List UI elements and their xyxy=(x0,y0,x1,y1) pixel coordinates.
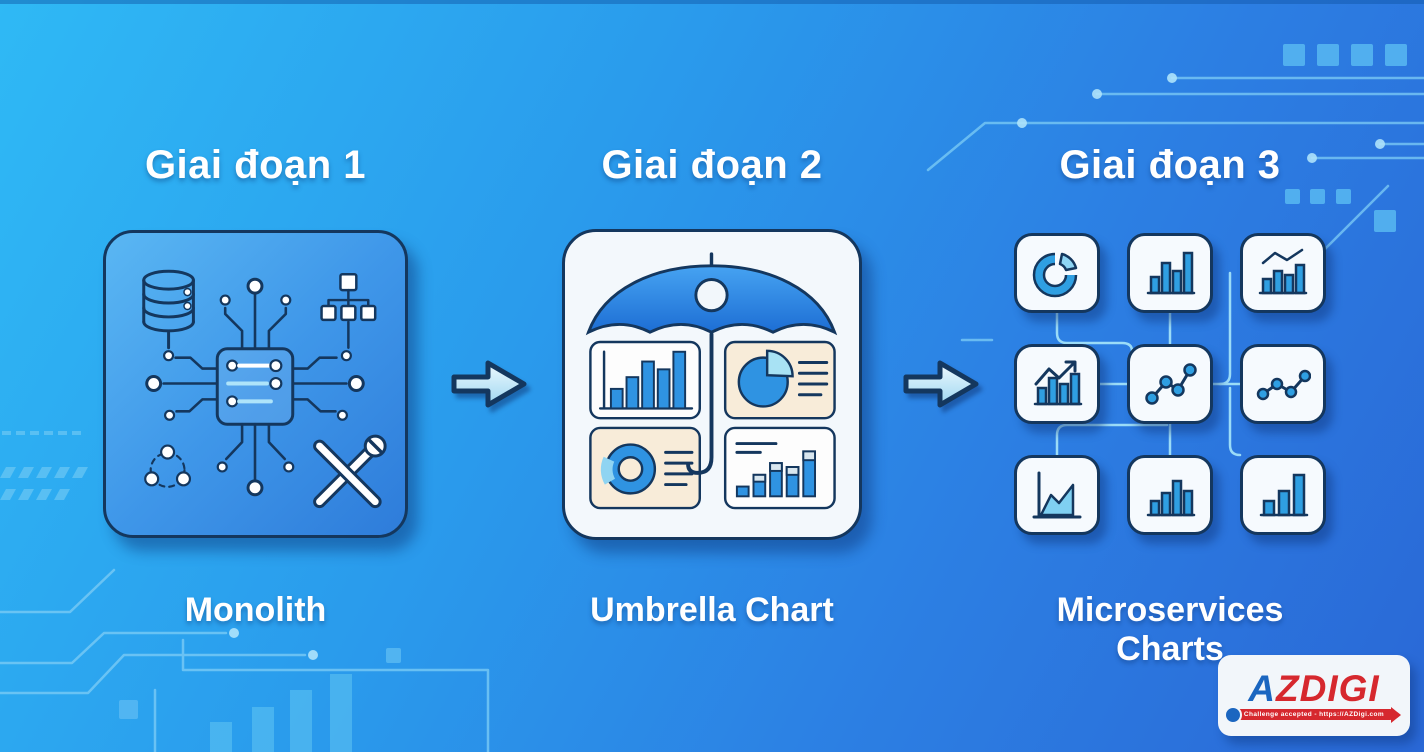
brand-letter-a: A xyxy=(1248,668,1277,709)
monolith-circuit-chip-icon xyxy=(142,269,387,509)
monolith-card xyxy=(103,230,408,538)
tile-bar-chart xyxy=(1127,233,1213,313)
donut-chart-icon xyxy=(1032,248,1082,298)
tile-donut-chart xyxy=(1014,233,1100,313)
flow-arrow-right-1 xyxy=(451,360,527,408)
ghost-bar-chart xyxy=(210,674,352,752)
umbrella-icon xyxy=(585,252,838,336)
mini-donut-chart-panel xyxy=(589,426,702,510)
umbrella-over-mini-charts-icon xyxy=(585,252,838,510)
brand-watermark: AZDIGI Challenge accepted - https://AZDi… xyxy=(1218,655,1410,736)
database-icon xyxy=(142,269,195,350)
umbrella-chart-card xyxy=(562,229,862,540)
cpu-chip-icon xyxy=(215,347,295,426)
mini-bar-chart-panel xyxy=(589,340,702,420)
tile-column-chart xyxy=(1127,455,1213,535)
line-dot-chart-icon xyxy=(1256,369,1311,401)
microservices-grid xyxy=(1014,233,1326,535)
top-edge-strip xyxy=(0,0,1424,4)
stage-2-label: Umbrella Chart xyxy=(590,591,834,629)
node-cluster-icon xyxy=(144,444,192,488)
stage-2-title: Giai đoạn 2 xyxy=(601,143,823,187)
org-tree-icon xyxy=(320,272,377,349)
tile-bars-with-trend-line xyxy=(1240,233,1326,313)
tile-line-dot-chart xyxy=(1127,344,1213,424)
circuit-node-dots xyxy=(145,277,365,497)
brand-tagline: Challenge accepted - https://AZDigi.com xyxy=(1243,711,1385,718)
mini-pie-chart-panel xyxy=(723,340,836,420)
tile-ascending-bars xyxy=(1240,455,1326,535)
tile-line-dot-chart-2 xyxy=(1240,344,1326,424)
flow-arrow-right-2 xyxy=(903,360,979,408)
brand-tagline-banner: Challenge accepted - https://AZDigi.com xyxy=(1223,705,1393,724)
mini-column-chart-panel xyxy=(723,426,836,510)
brand-wordmark: AZDIGI xyxy=(1248,668,1380,709)
stage-3-label: Microservices Charts xyxy=(1056,591,1284,668)
ascending-bars-icon xyxy=(1259,473,1309,517)
circuit-trace-lines xyxy=(162,292,348,481)
stage-1-label: Monolith xyxy=(184,591,327,629)
stage-1-title: Giai đoạn 1 xyxy=(144,143,367,187)
bar-chart-icon xyxy=(1146,251,1196,295)
column-chart-icon xyxy=(1146,479,1196,517)
bars-with-trend-arrow-icon xyxy=(1033,360,1083,406)
area-chart-icon xyxy=(1032,471,1082,519)
tile-area-chart xyxy=(1014,455,1100,535)
brand-letters-zdigi: ZDIGI xyxy=(1276,668,1380,709)
line-dot-chart-icon xyxy=(1145,363,1197,405)
umbrella-handle xyxy=(686,332,714,475)
bars-with-trend-line-icon xyxy=(1258,248,1308,295)
stage-3-title: Giai đoạn 3 xyxy=(1059,143,1281,187)
tools-icon xyxy=(313,434,387,509)
brand-emblem-icon xyxy=(1223,705,1242,724)
tile-bars-with-trend-arrow xyxy=(1014,344,1100,424)
